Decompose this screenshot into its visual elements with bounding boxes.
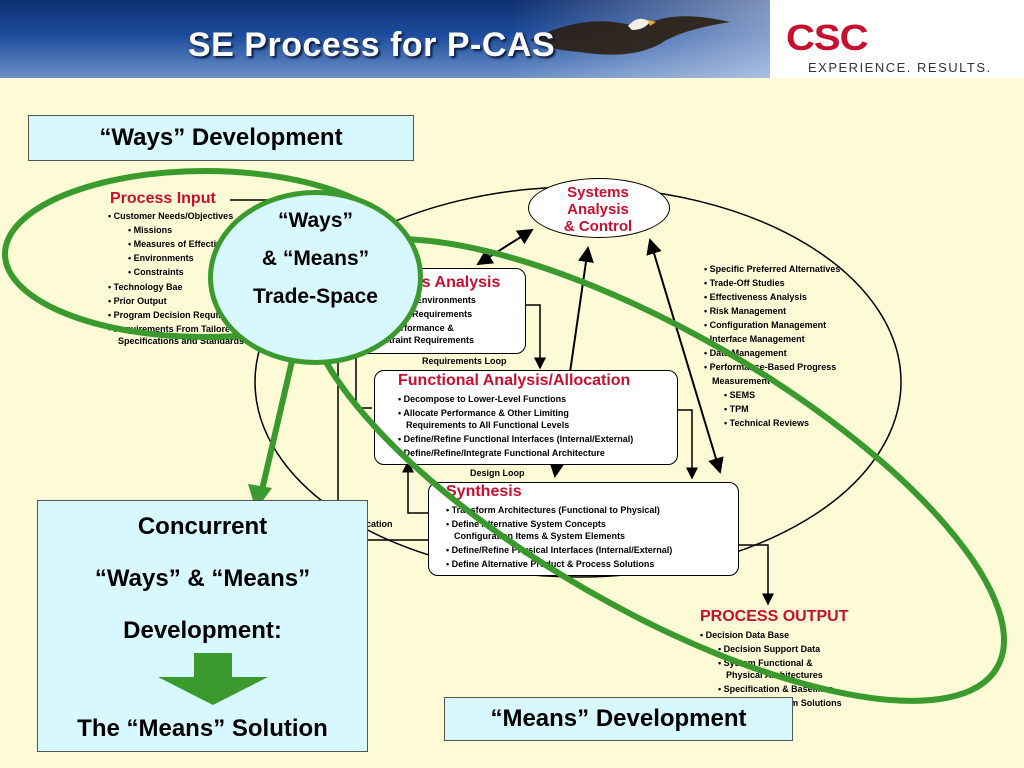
trade-space-line: “Ways” (277, 209, 354, 232)
control-item: • Risk Management (704, 306, 787, 316)
ways-development-label: “Ways” Development (28, 115, 414, 161)
synthesis-item: • Define/Refine Physical Interfaces (Int… (446, 545, 673, 555)
process-output-item: • Specification & Baselines (718, 684, 834, 694)
functional-analysis-item: • Allocate Performance & Other Limiting (398, 408, 569, 418)
process-input-item: Specifications and Standards (118, 336, 245, 346)
concurrent-line: “Ways” & “Means” (94, 565, 311, 592)
control-item: • Technical Reviews (724, 418, 810, 428)
process-input-item: • Missions (128, 225, 173, 235)
verification-label: Verification (344, 519, 393, 529)
process-input-item: • Technology Bae (108, 282, 183, 292)
process-input-item: • Prior Output (108, 296, 167, 306)
process-output-item: • System Functional & (718, 658, 813, 668)
systems-analysis-line: & Control (563, 218, 633, 235)
process-input-item: • Constraints (128, 267, 184, 277)
down-arrow-icon (158, 653, 268, 705)
logo-panel (770, 0, 1024, 78)
control-item: Measurement (712, 376, 771, 386)
control-item: • Interface Management (704, 334, 805, 344)
process-input-item: • Requirements From Tailored (108, 324, 236, 334)
synthesis-item: Configuration Items & System Elements (454, 531, 626, 541)
functional-analysis-item: • Decompose to Lower-Level Functions (398, 394, 567, 404)
concurrent-line: The “Means” Solution (77, 715, 328, 742)
slide-title: SE Process for P-CAS (188, 26, 556, 64)
systems-analysis-control-node (528, 178, 670, 238)
trade-space-circle: “Ways” & “Means” Trade-Space (208, 190, 423, 365)
process-output-item: • Decision Data Base (700, 630, 790, 640)
control-item: • Data Management (704, 348, 787, 358)
process-output-heading: PROCESS OUTPUT (700, 608, 849, 625)
process-output-item: • Decision Support Data (718, 644, 821, 654)
control-item: • Trade-Off Studies (704, 278, 785, 288)
process-input-item: • Measures of Effectiveness (128, 239, 247, 249)
control-item: • Effectiveness Analysis (704, 292, 807, 302)
synthesis-heading: Synthesis (446, 483, 522, 500)
control-item: • Performance-Based Progress (704, 362, 837, 372)
concurrent-line: Concurrent (137, 513, 268, 540)
systems-analysis-line: Analysis (567, 201, 629, 218)
functional-analysis-box (374, 370, 678, 465)
control-item: • SEMS (724, 390, 756, 400)
synthesis-box (428, 482, 739, 576)
concurrent-development-box: Concurrent “Ways” & “Means” Development:… (37, 500, 368, 752)
synthesis-item: • Define Alternative System Concepts (446, 519, 606, 529)
requirements-loop-label: Requirements Loop (422, 356, 507, 366)
logo-tagline: EXPERIENCE. RESULTS. (808, 60, 992, 75)
eagle-icon (530, 16, 730, 55)
control-item: • Specific Preferred Alternatives (704, 264, 841, 274)
means-development-label: “Means” Development (444, 697, 793, 741)
synthesis-item: • Transform Architectures (Functional to… (446, 505, 660, 515)
process-input-heading: Process Input (110, 190, 216, 207)
functional-analysis-heading: Functional Analysis/Allocation (398, 372, 631, 389)
synthesis-item: • Define Alternative Product & Process S… (446, 559, 655, 569)
trade-space-line: & “Means” (261, 247, 370, 270)
functional-analysis-item: • Define/Refine/Integrate Functional Arc… (398, 448, 605, 458)
control-item: • Configuration Management (704, 320, 827, 330)
control-item: • TPM (724, 404, 749, 414)
functional-analysis-item: Requirements to All Functional Levels (406, 420, 570, 430)
process-input-item: • Environments (128, 253, 194, 263)
concurrent-line: Development: (123, 617, 282, 644)
requirements-analysis-item: Design Constraint Requirements (334, 335, 475, 345)
process-input-item: • Customer Needs/Objectives (108, 211, 234, 221)
csc-logo: CSC (786, 18, 868, 58)
design-loop-label: Design Loop (470, 468, 525, 478)
process-input-item: • Program Decision Requirements (108, 310, 254, 320)
systems-analysis-line: Systems (567, 184, 629, 201)
header-banner: SE Process for P-CAS (0, 0, 770, 78)
functional-analysis-item: • Define/Refine Functional Interfaces (I… (398, 434, 634, 444)
trade-space-line: Trade-Space (253, 285, 378, 308)
